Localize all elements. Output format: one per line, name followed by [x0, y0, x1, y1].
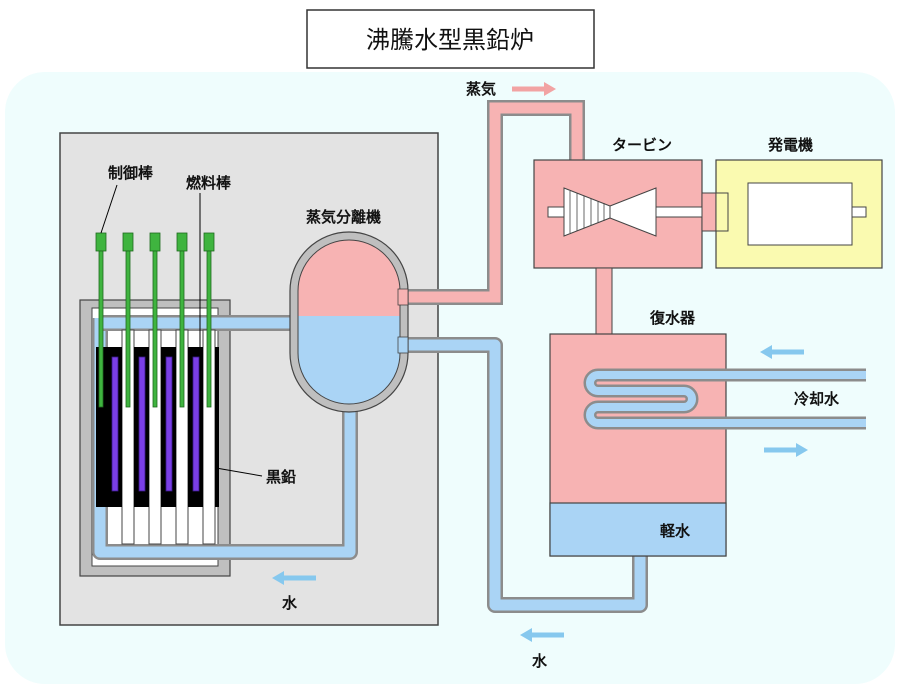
label-light-water: 軽水 — [660, 522, 691, 540]
turbine — [533, 159, 859, 269]
label-fuel-rod: 燃料棒 — [186, 174, 232, 192]
condenser — [549, 333, 727, 557]
control-rods — [95, 232, 215, 408]
diagram-title: 沸騰水型黒鉛炉 — [306, 9, 595, 69]
label-turbine: タービン — [612, 136, 672, 154]
label-control-rod: 制御棒 — [108, 164, 154, 182]
steam-arrow — [512, 82, 556, 96]
title-text: 沸騰水型黒鉛炉 — [366, 26, 534, 54]
steam-pipe — [405, 100, 585, 305]
flow-arrows — [272, 82, 808, 642]
label-cooling-water: 冷却水 — [794, 390, 840, 408]
water-left-arrow — [272, 571, 316, 585]
label-water-left: 水 — [282, 594, 298, 612]
turbine-exhaust-duct — [595, 267, 613, 337]
label-graphite: 黒鉛 — [266, 468, 296, 486]
label-generator: 発電機 — [767, 136, 813, 154]
cooling-coil — [583, 368, 866, 430]
label-water-bottom: 水 — [532, 652, 548, 670]
label-steam-separator: 蒸気分離機 — [306, 208, 381, 226]
label-condenser: 復水器 — [649, 309, 696, 327]
cooling-in-arrow — [760, 345, 804, 359]
generator — [715, 159, 883, 269]
label-steam: 蒸気 — [466, 80, 496, 98]
steam-separator — [289, 231, 409, 413]
fuel-rods — [111, 356, 200, 492]
cooling-out-arrow — [764, 443, 808, 457]
water-bottom-arrow — [520, 628, 564, 642]
leader-lines — [100, 184, 263, 477]
